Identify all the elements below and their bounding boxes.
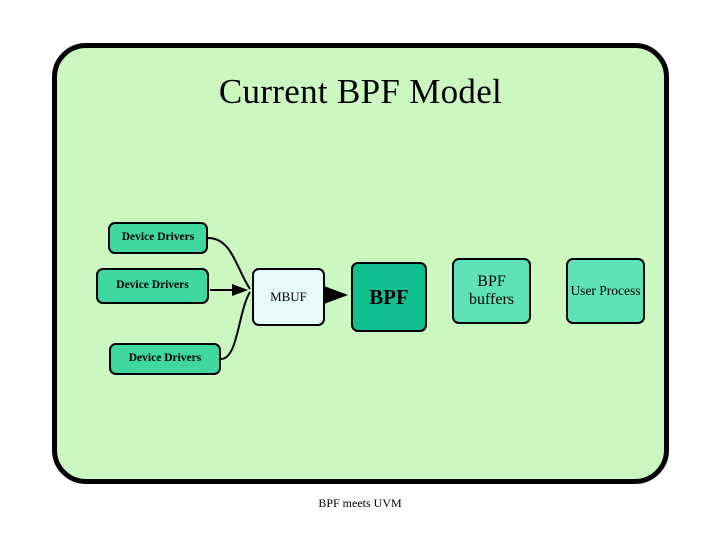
node-label: BPF buffers [468, 272, 515, 308]
node-mbuf[interactable]: MBUF [252, 268, 325, 326]
slide-footer: BPF meets UVM [318, 496, 402, 510]
node-label: Device Drivers [116, 279, 189, 292]
node-label: Device Drivers [121, 231, 195, 244]
node-label: User Process [570, 283, 641, 299]
page-title: Current BPF Model [218, 72, 503, 111]
node-user-process[interactable]: User Process [566, 258, 645, 324]
node-bpf-buffers[interactable]: BPF buffers [452, 258, 531, 324]
node-label: BPF [369, 284, 409, 309]
node-device-drivers-3[interactable]: Device Drivers [109, 343, 221, 375]
node-device-drivers-1[interactable]: Device Drivers [108, 222, 208, 254]
node-device-drivers-2[interactable]: Device Drivers [96, 268, 209, 304]
node-label: MBUF [270, 288, 307, 304]
node-bpf[interactable]: BPF [351, 262, 427, 332]
node-label: Device Drivers [128, 352, 202, 365]
